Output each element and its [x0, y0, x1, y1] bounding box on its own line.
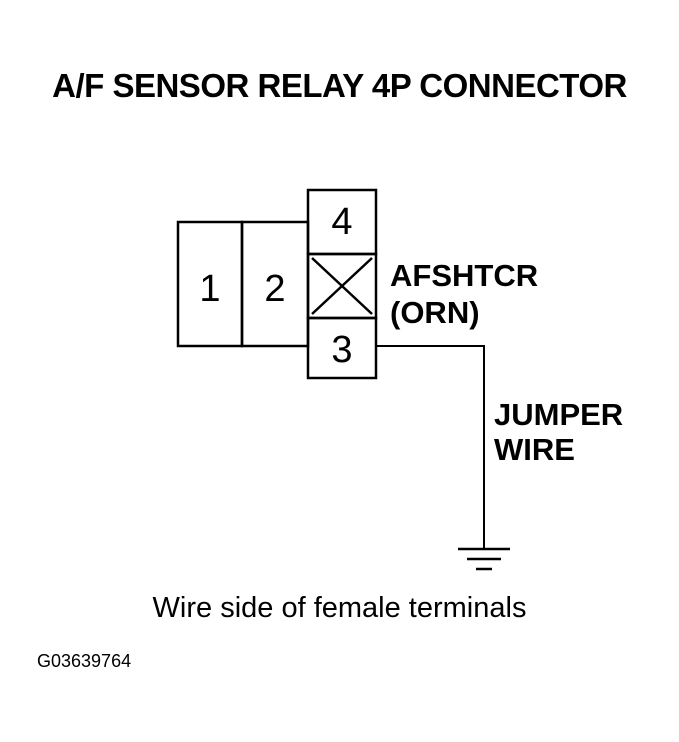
- jumper-label-line1: JUMPER: [494, 397, 623, 432]
- terminal-wire-color-label: (ORN): [390, 295, 480, 330]
- terminal-signal-label: AFSHTCR: [390, 258, 538, 293]
- diagram-title: A/F SENSOR RELAY 4P CONNECTOR: [52, 67, 627, 104]
- pin-3-cell: [306, 316, 378, 380]
- diagram-caption: Wire side of female terminals: [152, 592, 527, 624]
- jumper-label-line2: WIRE: [494, 432, 575, 467]
- pin-3-label: 3: [331, 329, 352, 371]
- ground-icon: [458, 547, 510, 571]
- cross-mark-b: [311, 257, 373, 315]
- figure-id: G03639764: [37, 651, 132, 671]
- pin-2-label: 2: [264, 268, 285, 310]
- jumper-wire: [376, 345, 485, 548]
- pin-1-label: 1: [199, 268, 220, 310]
- pin-4-label: 4: [331, 201, 352, 243]
